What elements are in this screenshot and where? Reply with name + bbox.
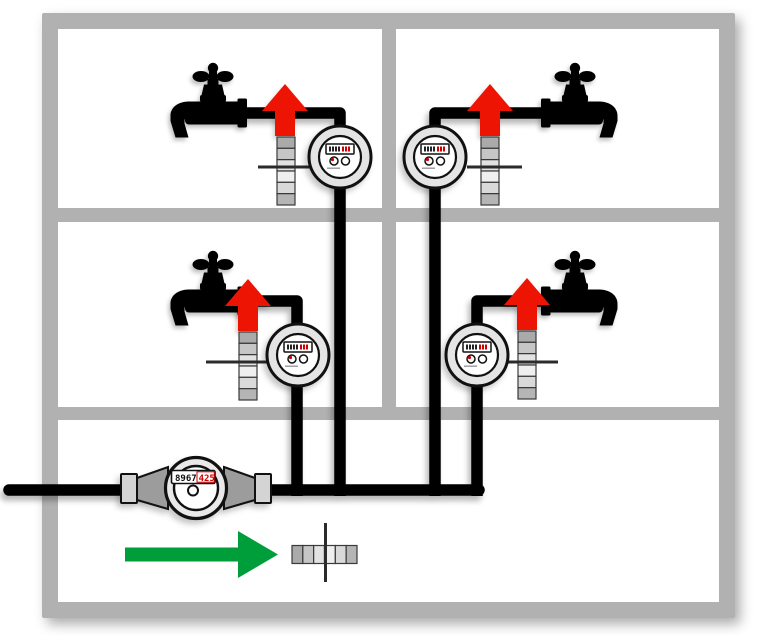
room-middle-right: [396, 222, 719, 407]
main-water-meter-icon: 8967 425: [120, 455, 272, 521]
apartment-water-meter-icon: [265, 322, 331, 388]
room-basement: [58, 420, 719, 602]
pipe-coupling-icon: [480, 136, 500, 206]
pipe-coupling-icon: [238, 331, 258, 401]
apartment-water-meter-icon: [444, 322, 510, 388]
apartment-water-meter-icon: [307, 124, 373, 190]
coupling-cross-lines: [206, 165, 558, 364]
pipe-coupling-icon: [517, 330, 537, 400]
main-meter-display: [170, 469, 216, 485]
building: [42, 13, 735, 618]
main-meter-reading-black: 8967: [175, 474, 197, 484]
pipe-top-left-riser: [240, 107, 346, 496]
main-meter-red-box: [196, 471, 215, 483]
water-meters: 8967 425: [120, 124, 510, 521]
inflow-arrow-icon: [125, 531, 278, 578]
main-meter-reading-red: 425: [199, 474, 215, 484]
room-middle-left: [58, 222, 382, 407]
apartment-water-meter-icon: [402, 124, 468, 190]
pipe-top-right-riser: [429, 107, 546, 496]
pipe-coupling-icon: [276, 136, 296, 206]
inflow-legend: [125, 523, 358, 582]
